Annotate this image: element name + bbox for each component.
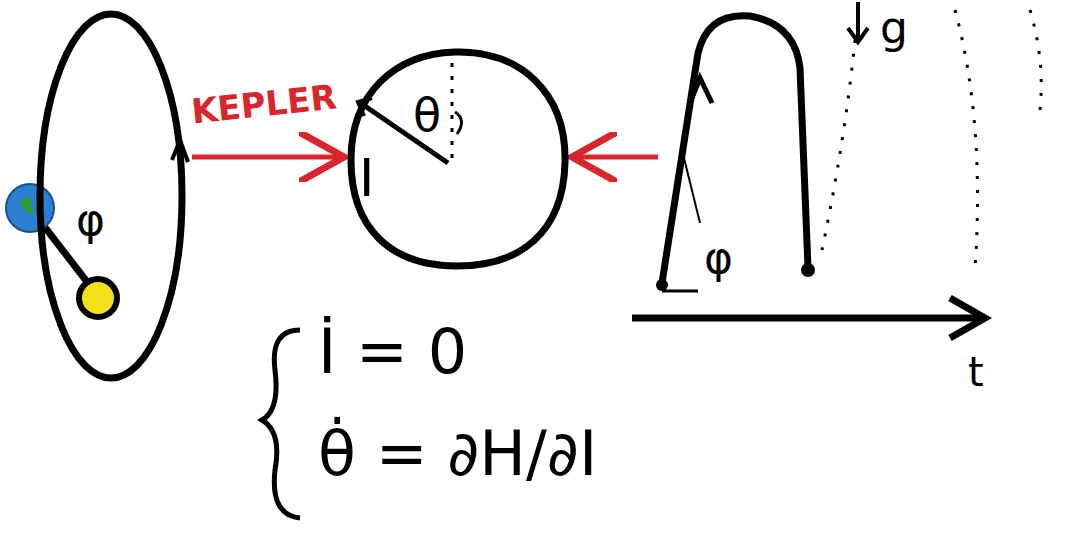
orbit-ellipse — [40, 14, 182, 378]
symbol-label: I — [359, 152, 374, 204]
arrowhead — [950, 298, 985, 338]
symbol-label: φ — [76, 198, 105, 242]
node-outline — [650, 8, 825, 298]
brace — [262, 330, 300, 518]
arrowhead — [848, 28, 868, 42]
time-axis — [632, 315, 978, 322]
red-arrow — [192, 155, 339, 160]
dotted-trace — [1030, 10, 1041, 110]
tangent-line — [684, 158, 700, 223]
curve-arrow — [690, 78, 712, 103]
shape-node: φ — [650, 8, 825, 298]
pendulum-curve — [662, 16, 808, 283]
equation: İ = 0 — [318, 318, 467, 386]
axis-label: t — [968, 350, 984, 394]
shape-node: θI — [345, 48, 571, 270]
node-outline — [345, 48, 571, 270]
gravity-label: g — [880, 4, 908, 52]
dotted-trace — [955, 10, 978, 270]
symbol-label: φ — [704, 236, 733, 280]
shape-node: φ — [36, 10, 186, 382]
symbol-label: θ — [413, 92, 441, 138]
dotted-trace — [822, 40, 855, 250]
node-outline — [36, 10, 186, 382]
angle-arc — [455, 112, 462, 134]
gravity-arrow — [856, 2, 860, 40]
phase-circle — [351, 52, 565, 266]
base-line — [662, 290, 698, 293]
red-arrow — [577, 155, 658, 160]
dotted-axis — [451, 50, 454, 160]
dot — [656, 279, 668, 291]
earth-land — [20, 197, 36, 213]
sun — [79, 279, 117, 317]
dot — [801, 263, 815, 277]
edge-label: KEPLER — [190, 79, 338, 128]
equation: θ̇ = ∂H/∂I — [318, 420, 597, 488]
earth — [6, 184, 54, 232]
